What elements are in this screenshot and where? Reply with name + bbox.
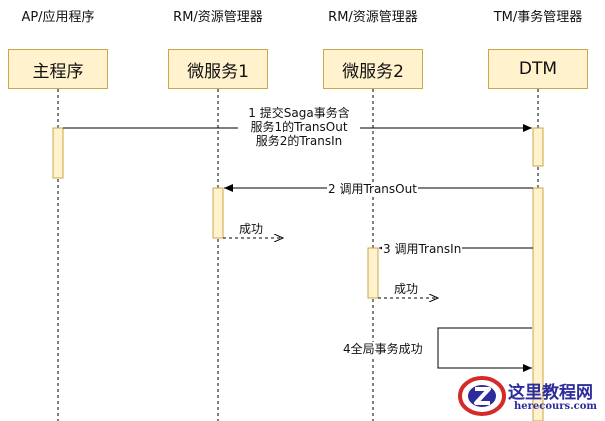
return-label-2: 成功 xyxy=(394,282,419,296)
participant-dtm: DTM xyxy=(488,49,588,89)
message-label-4: 4全局事务成功 xyxy=(342,342,424,356)
site-url: herecours.com xyxy=(514,401,598,412)
message-label-1-line1: 1 提交Saga事务含 xyxy=(248,106,350,120)
activation-svc2 xyxy=(367,247,379,299)
role-label-rm2: RM/资源管理器 xyxy=(328,10,418,25)
role-label-tm: TM/事务管理器 xyxy=(493,10,583,25)
self-call-arrow-4 xyxy=(437,327,532,372)
participant-svc1: 微服务1 xyxy=(168,49,268,89)
activation-main xyxy=(52,127,64,179)
message-label-1-line3: 服务2的TransIn xyxy=(255,134,343,148)
message-label-3: 3 调用TransIn xyxy=(382,242,463,256)
site-logo-icon xyxy=(458,376,506,416)
role-label-app: AP/应用程序 xyxy=(21,10,95,25)
message-label-1-line2: 服务1的TransOut xyxy=(250,120,348,134)
site-name: 这里教程网 xyxy=(508,383,593,403)
message-label-2: 2 调用TransOut xyxy=(327,182,418,196)
role-label-rm1: RM/资源管理器 xyxy=(173,10,263,25)
activation-dtm-1 xyxy=(532,127,544,167)
return-label-1: 成功 xyxy=(239,222,264,236)
participant-main: 主程序 xyxy=(8,49,108,89)
message-label-1: 1 提交Saga事务含 服务1的TransOut 服务2的TransIn xyxy=(238,106,360,148)
activation-dtm-2 xyxy=(532,187,544,421)
watermark: 这里教程网 herecours.com xyxy=(456,372,604,420)
activation-svc1 xyxy=(212,187,224,239)
participant-svc2: 微服务2 xyxy=(323,49,423,89)
